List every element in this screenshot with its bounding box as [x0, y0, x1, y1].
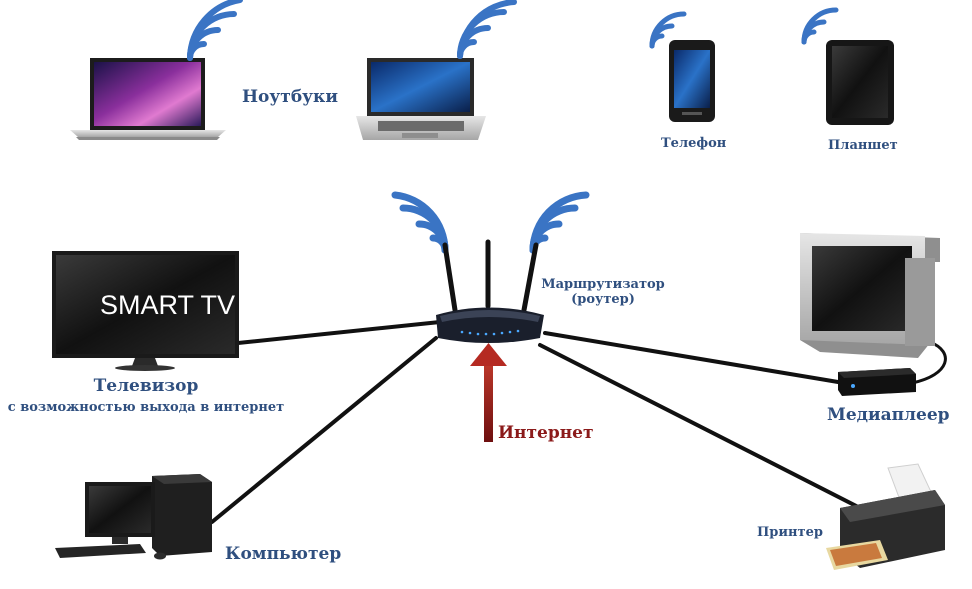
- svg-text:SMART TV: SMART TV: [100, 290, 235, 320]
- router-icon: [436, 239, 544, 343]
- label-laptops: Ноутбуки: [242, 87, 338, 107]
- label-tv: Телевизор с возможностью выхода в интерн…: [0, 376, 292, 415]
- cable-tv: [236, 320, 442, 345]
- wifi-icon: [529, 191, 590, 254]
- cable-computer: [210, 336, 438, 524]
- label-router-line2: (роутер): [571, 291, 635, 307]
- wifi-icon: [457, 0, 517, 59]
- wifi-icon: [801, 7, 839, 45]
- printer-icon: [826, 463, 945, 570]
- label-phone: Телефон: [661, 136, 727, 151]
- cable-mediaplayer-monitor: [910, 340, 947, 385]
- label-tv-line2: с возможностью выхода в интернет: [7, 399, 285, 415]
- internet-arrow-icon: [470, 343, 507, 442]
- wifi-icon: [391, 191, 449, 254]
- label-tv-line1: Телевизор: [93, 376, 199, 396]
- tv-icon: SMART TV: [52, 251, 239, 371]
- laptop-icon: [70, 58, 226, 140]
- label-router-line1: Маршрутизатор: [541, 277, 665, 292]
- label-router: Маршрутизатор (роутер): [538, 277, 668, 308]
- tablet-icon: [826, 40, 894, 125]
- crt-monitor-icon: [800, 233, 940, 358]
- media-player-icon: [838, 368, 916, 396]
- label-tablet: Планшет: [828, 138, 898, 153]
- label-internet: Интернет: [498, 423, 594, 443]
- cables: [210, 320, 947, 524]
- desktop-computer-icon: [55, 474, 212, 560]
- cable-mediaplayer: [543, 331, 840, 384]
- cable-printer: [538, 343, 870, 514]
- label-printer: Принтер: [757, 525, 823, 540]
- phone-icon: [669, 40, 715, 122]
- label-computer: Компьютер: [225, 544, 342, 564]
- wifi-icon: [187, 0, 243, 61]
- smart-tv-logo: SMART TV: [100, 290, 235, 320]
- label-mediaplayer: Медиаплеер: [827, 405, 950, 425]
- wifi-icon: [649, 11, 687, 49]
- laptop-icon: [356, 58, 486, 140]
